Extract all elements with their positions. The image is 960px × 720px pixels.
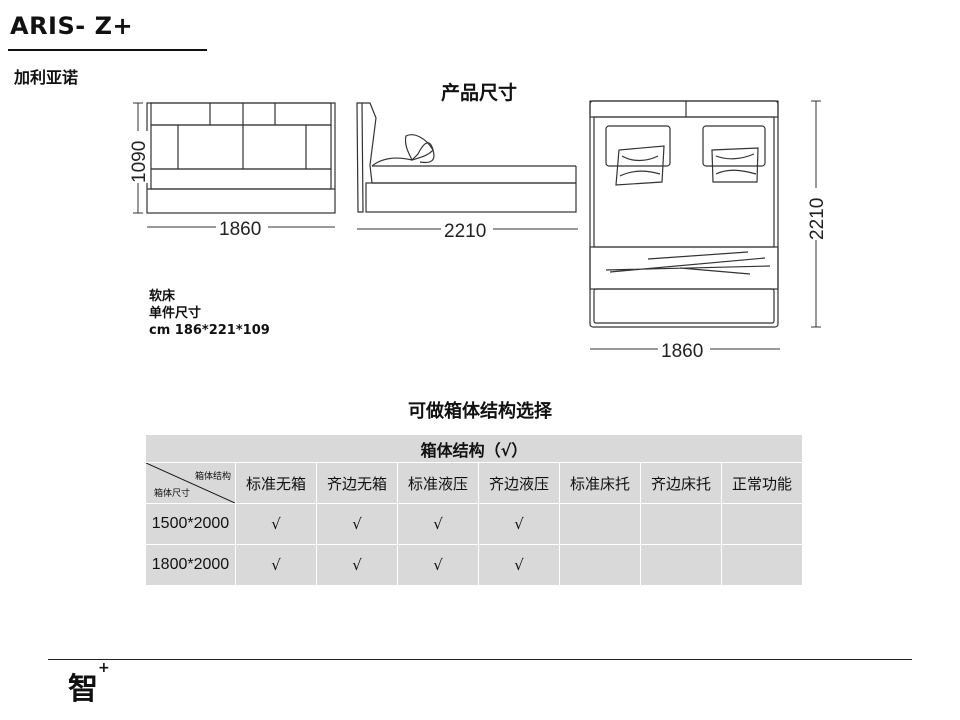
brand-name: 加利亚诺 xyxy=(14,68,79,87)
corner-top-label: 箱体结构 xyxy=(194,471,231,481)
corner-bottom-label: 箱体尺寸 xyxy=(154,488,191,498)
column-header: 齐边无箱 xyxy=(316,462,398,504)
row-size: 1500*2000 xyxy=(145,503,236,545)
structure-table: 箱体结构（√） 箱体结构 箱体尺寸 标准无箱 齐边无箱 标准液压 齐边液压 标准… xyxy=(145,434,803,586)
structure-title: 可做箱体结构选择 xyxy=(408,401,552,422)
column-header: 标准液压 xyxy=(397,462,479,504)
footer-logo: 智+ xyxy=(68,660,110,708)
table-cell xyxy=(559,544,641,586)
row-size: 1800*2000 xyxy=(145,544,236,586)
column-header: 标准无箱 xyxy=(235,462,317,504)
product-title: ARIS- Z+ xyxy=(10,12,134,40)
table-cell xyxy=(640,544,722,586)
table-cell xyxy=(559,503,641,545)
table-cell xyxy=(721,544,803,586)
table-header: 箱体结构（√） xyxy=(145,434,803,463)
table-cell: √ xyxy=(397,503,479,545)
side-view-drawing: 2210 xyxy=(356,102,578,242)
title-underline xyxy=(8,49,207,51)
table-header-row: 箱体结构（√） xyxy=(145,434,803,463)
table-cell: √ xyxy=(478,503,560,545)
table-cell: √ xyxy=(478,544,560,586)
top-view-drawing: 2210 1860 xyxy=(589,100,828,362)
spec-block: 软床 单件尺寸 cm 186*221*109 xyxy=(149,288,270,339)
table-cell: √ xyxy=(316,544,398,586)
top-length-label: 2210 xyxy=(807,198,828,240)
table-cell: √ xyxy=(235,544,317,586)
dimensions-title-text: 产品尺寸 xyxy=(440,82,517,104)
column-header: 标准床托 xyxy=(559,462,641,504)
table-cell: √ xyxy=(235,503,317,545)
footer-rule xyxy=(48,659,912,660)
table-row: 1800*2000 √ √ √ √ xyxy=(145,544,803,586)
corner-cell: 箱体结构 箱体尺寸 xyxy=(145,462,236,504)
front-width-label: 1860 xyxy=(219,219,261,240)
front-height-label: 1090 xyxy=(129,141,150,183)
table-cell: √ xyxy=(316,503,398,545)
dimensions-title: 产品尺寸 xyxy=(0,78,960,105)
bed-drawings: 1090 1860 2210 xyxy=(127,100,828,362)
logo-plus: + xyxy=(98,660,110,676)
spec-label: 单件尺寸 xyxy=(149,306,202,321)
spec-type: 软床 xyxy=(149,289,176,304)
logo-char: 智 xyxy=(68,672,98,707)
table-cell xyxy=(721,503,803,545)
side-length-label: 2210 xyxy=(444,221,486,242)
spec-size: cm 186*221*109 xyxy=(149,323,270,338)
table-cell xyxy=(640,503,722,545)
column-header: 正常功能 xyxy=(721,462,803,504)
table-cell: √ xyxy=(397,544,479,586)
top-width-label: 1860 xyxy=(661,341,703,362)
column-header: 齐边床托 xyxy=(640,462,722,504)
table-row: 1500*2000 √ √ √ √ xyxy=(145,503,803,545)
front-view-drawing: 1090 1860 xyxy=(127,102,336,240)
column-header-row: 箱体结构 箱体尺寸 标准无箱 齐边无箱 标准液压 齐边液压 标准床托 齐边床托 … xyxy=(145,462,803,504)
column-header: 齐边液压 xyxy=(478,462,560,504)
